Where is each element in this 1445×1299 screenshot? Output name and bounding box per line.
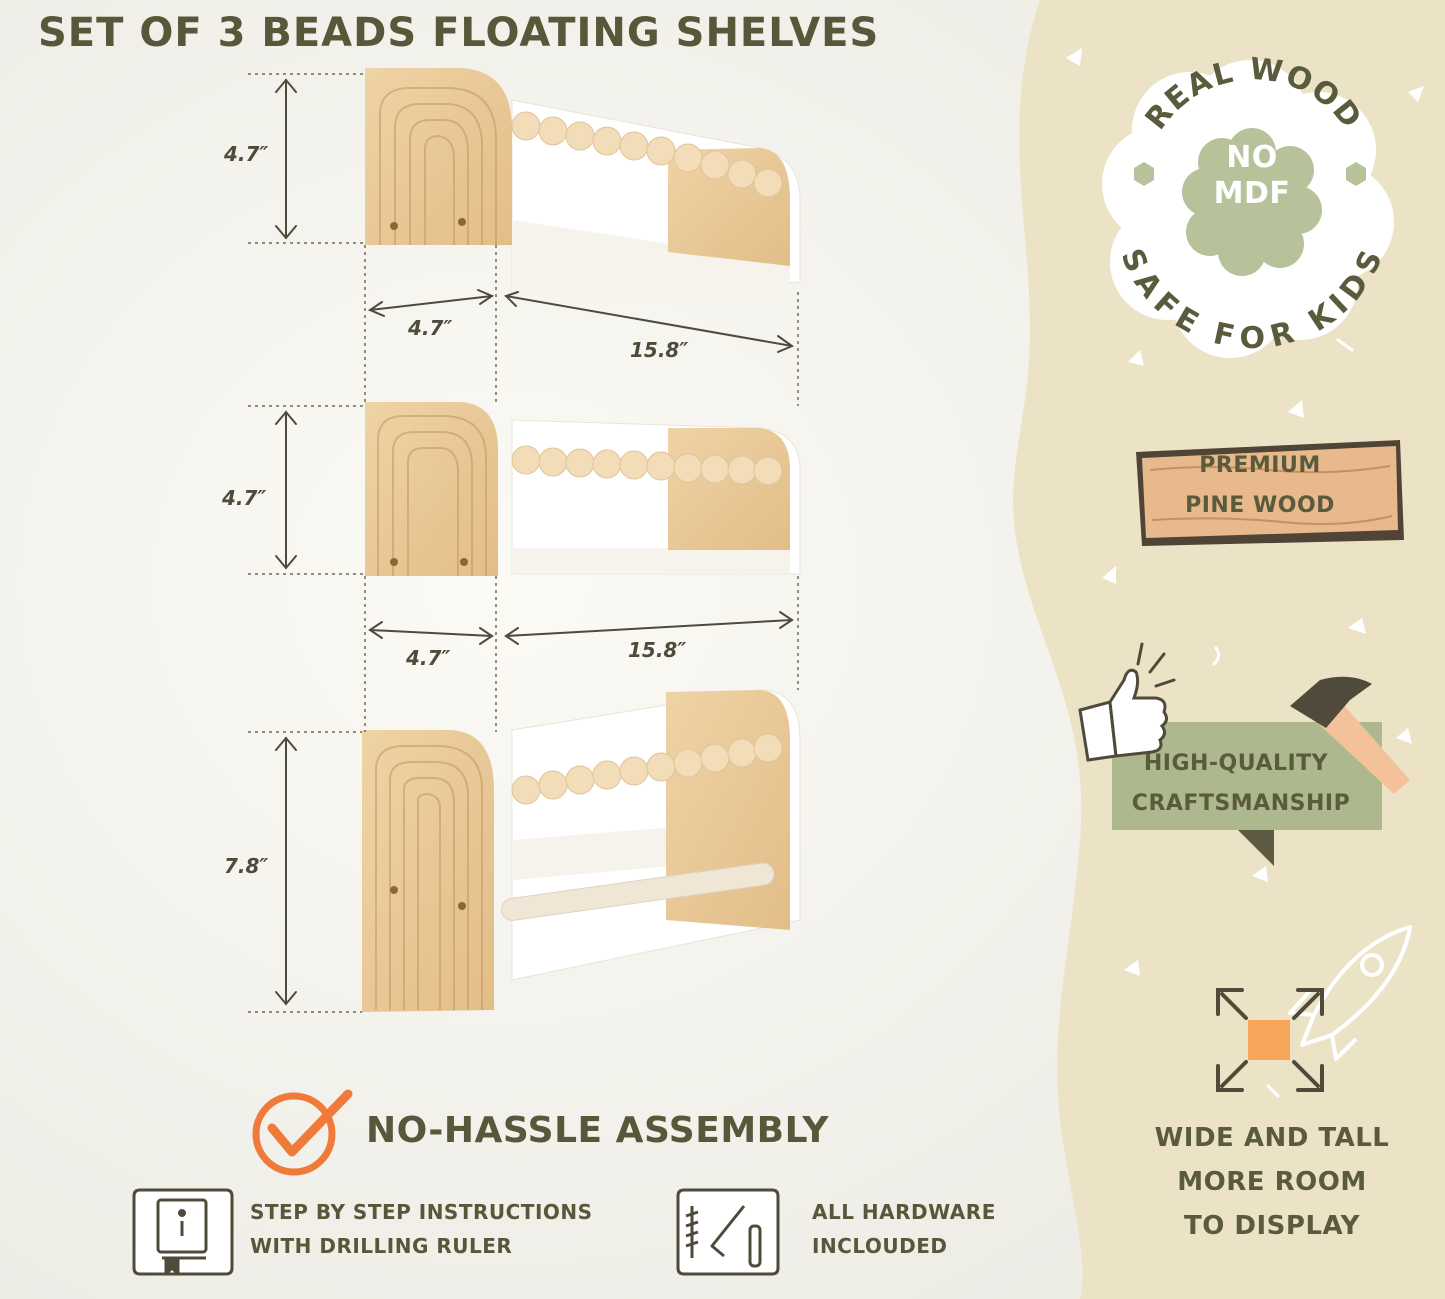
thumbs-up-icon <box>1078 642 1176 762</box>
size-line1: WIDE AND TALL <box>1154 1123 1390 1153</box>
dimension-top-width: 15.8″ <box>630 338 689 362</box>
book-icon <box>132 1188 234 1276</box>
quality-line1: HIGH-QUALITY <box>1143 751 1329 776</box>
dimension-mid-width: 15.8″ <box>628 638 687 662</box>
craftsmanship-banner <box>1112 722 1382 866</box>
hardware-line2: INCLOUDED <box>812 1234 948 1258</box>
badge-center-line1: NO <box>1226 140 1278 175</box>
instructions-line1: STEP BY STEP INSTRUCTIONS <box>250 1200 593 1224</box>
dimension-bottom-height: 7.8″ <box>224 854 269 878</box>
confetti-triangles <box>1066 48 1424 976</box>
badge-center-line2: MDF <box>1213 176 1291 211</box>
rocket-icon <box>1288 925 1412 1061</box>
page-title: SET OF 3 BEADS FLOATING SHELVES <box>38 10 880 56</box>
hardware-line1: ALL HARDWARE <box>812 1200 996 1224</box>
premium-line1: PREMIUM <box>1199 453 1321 478</box>
dimension-arrows <box>275 78 795 1006</box>
pine-wood-sign <box>1136 440 1404 546</box>
shelf-middle <box>365 402 801 576</box>
dimension-mid-height: 4.7″ <box>222 486 267 510</box>
dimension-top-depth: 4.7″ <box>408 316 453 340</box>
dimension-top-height: 4.7″ <box>224 142 269 166</box>
check-icon <box>252 1089 353 1176</box>
instructions-line2: WITH DRILLING RULER <box>250 1234 513 1258</box>
dimension-guides <box>248 73 799 1013</box>
quality-line2: CRAFTSMANSHIP <box>1131 791 1351 816</box>
expand-arrows-icon <box>1216 988 1324 1092</box>
hardware-icon <box>676 1188 780 1276</box>
bead-rows <box>511 111 783 805</box>
real-wood-badge <box>1102 60 1394 358</box>
assembly-heading: NO-HASSLE ASSEMBLY <box>366 1110 829 1151</box>
hammer-icon <box>1290 676 1410 794</box>
dimension-mid-depth: 4.7″ <box>406 646 451 670</box>
size-line2: MORE ROOM <box>1177 1167 1367 1197</box>
size-line3: TO DISPLAY <box>1184 1211 1360 1241</box>
premium-line2: PINE WOOD <box>1185 493 1335 518</box>
